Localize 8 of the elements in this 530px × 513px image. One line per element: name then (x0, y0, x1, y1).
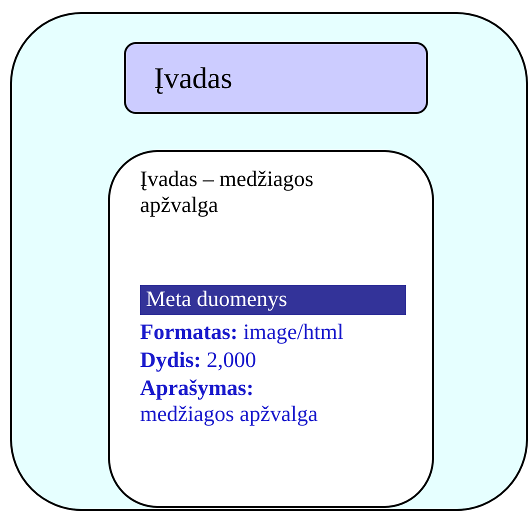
metadata-field: Formatas: image/html (140, 319, 410, 346)
metadata-field: Aprašymas: medžiagos apžvalga (140, 375, 340, 428)
metadata-field: Dydis: 2,000 (140, 347, 410, 374)
slide-panel (10, 12, 528, 511)
content-card (108, 150, 434, 508)
description-text: Įvadas – medžiagos apžvalga (140, 166, 314, 219)
title-box: Įvadas (124, 42, 428, 114)
metadata-header: Meta duomenys (140, 285, 406, 315)
